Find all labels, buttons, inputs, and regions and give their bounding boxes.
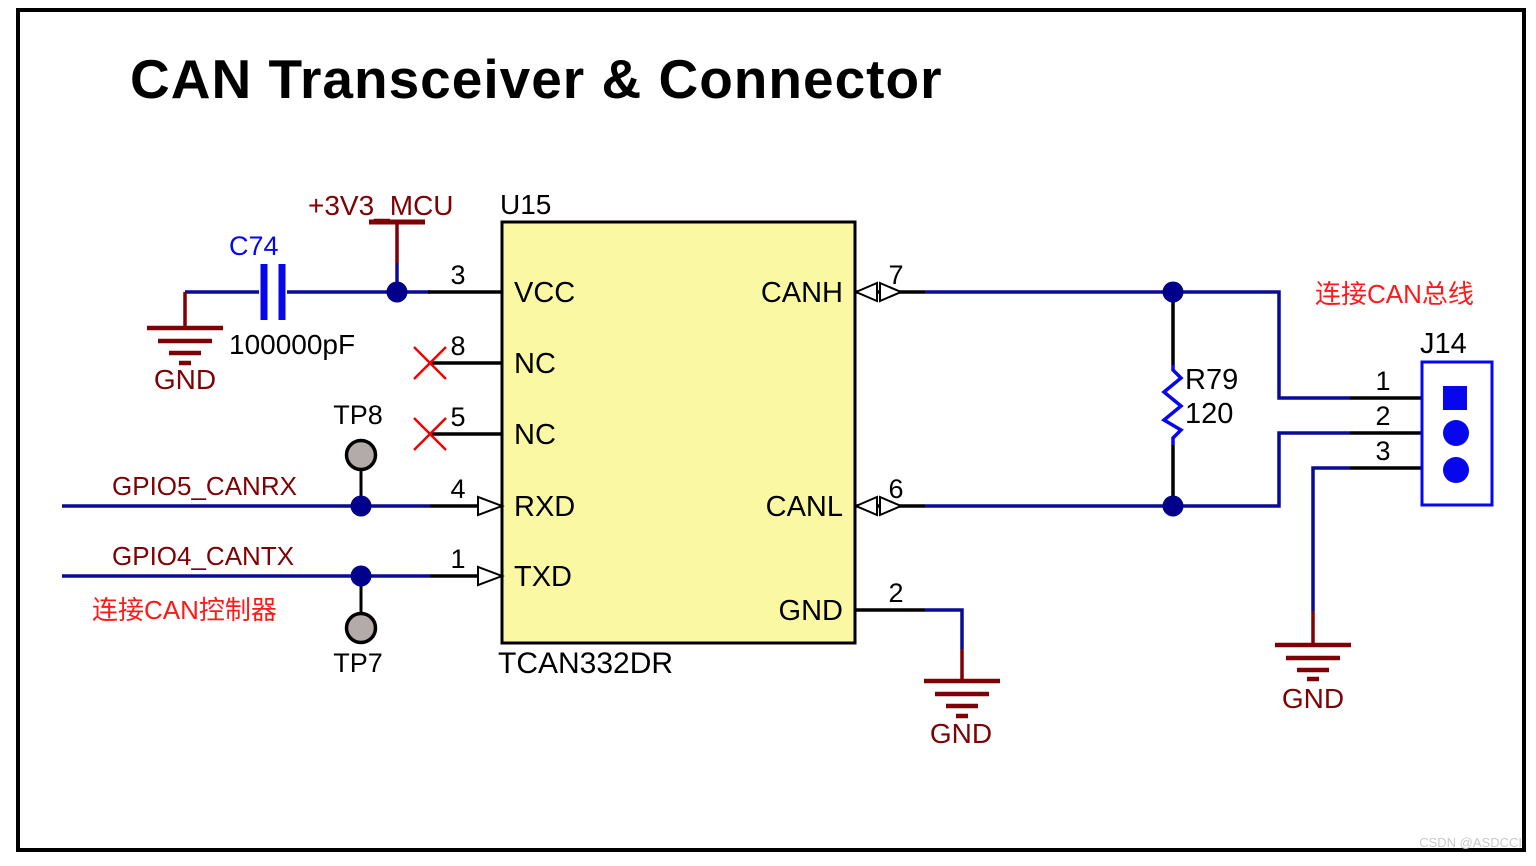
pin-number-rxd: 4 [450,474,466,504]
pin-number-nc5: 5 [450,402,466,432]
gnd-label-right: GND [1281,683,1345,714]
gnd-symbol-right[interactable] [1275,611,1351,682]
pin-number-canh: 7 [888,260,904,290]
input-arrow-txd [477,565,505,587]
watermark: CSDN @ASDCCI [1419,835,1522,850]
capacitor-value: 100000pF [229,329,356,360]
junction-vcc [386,281,408,303]
pin-number-gnd2: 2 [888,578,904,608]
bidir-arrow-canh [853,281,904,303]
ic-u15-body[interactable] [500,220,857,645]
j14-pin2-circle [1443,420,1469,446]
pin-name-canl: CANL [765,491,843,523]
sheet-border [16,8,1526,852]
resistor-value: 120 [1185,398,1234,430]
net-label-gpio5-canrx: GPIO5_CANRX [112,471,297,501]
j14-pin-number-2: 2 [1375,401,1391,431]
pin-name-nc5: NC [514,419,556,451]
pin-name-vcc: VCC [514,277,576,309]
ic-refdes: U15 [500,189,552,220]
connector-refdes: J14 [1420,328,1467,360]
pin-number-nc8: 8 [450,331,466,361]
j14-pin3-circle [1443,457,1469,483]
pin-number-txd: 1 [450,544,466,574]
resistor-refdes: R79 [1185,364,1239,396]
input-arrow-rxd [477,495,505,517]
j14-pin-number-3: 3 [1375,436,1391,466]
net-label-gpio4-cantx: GPIO4_CANTX [112,541,295,571]
pin-number-vcc: 3 [450,260,466,290]
j14-pin1-square [1443,386,1467,410]
testpoint-tp8-symbol[interactable] [344,438,378,497]
pin-name-txd: TXD [514,561,572,593]
gnd-symbol-left[interactable] [147,292,223,366]
junction-rx [350,495,372,517]
wire-ic-gnd[interactable] [925,608,964,649]
pin-name-gnd: GND [778,595,843,627]
resistor-r79-symbol[interactable] [1160,292,1184,506]
ic-part-number: TCAN332DR [498,647,674,680]
pin-name-nc8: NC [514,348,556,380]
j14-pin-number-1: 1 [1375,366,1391,396]
junction-tx [350,565,372,587]
no-connect-x-pin8 [413,346,447,380]
wire-canl[interactable] [925,431,1350,508]
pin-name-canh: CANH [760,277,843,309]
pin-name-rxd: RXD [514,491,576,523]
gnd-label-middle: GND [929,718,993,749]
wire-j14-pin3-gnd[interactable] [1311,466,1350,611]
no-connect-x-pin5 [413,417,447,451]
junction-dots [350,281,1184,587]
power-net-label: +3V3_MCU [308,190,454,221]
testpoint-tp7-symbol[interactable] [344,576,378,645]
junction-canh [1162,281,1184,303]
gnd-label-left: GND [153,364,217,395]
capacitor-refdes: C74 [229,231,279,261]
gnd-symbol-middle[interactable] [924,649,1000,719]
connector-j14-symbol[interactable] [1420,360,1494,507]
junction-canl [1162,495,1184,517]
wire-canh[interactable] [925,290,1350,400]
power-bar-symbol[interactable] [369,219,425,263]
annotation-can-controller: 连接CAN控制器 [92,595,277,625]
capacitor-c74-symbol[interactable] [260,264,286,320]
sheet-title: CAN Transceiver & Connector [130,48,943,110]
bidir-arrow-canl [853,495,904,517]
pin-number-canl: 6 [888,474,904,504]
annotation-can-bus: 连接CAN总线 [1315,279,1474,309]
testpoint-tp8-label: TP8 [333,400,383,430]
testpoint-tp7-label: TP7 [333,648,383,678]
